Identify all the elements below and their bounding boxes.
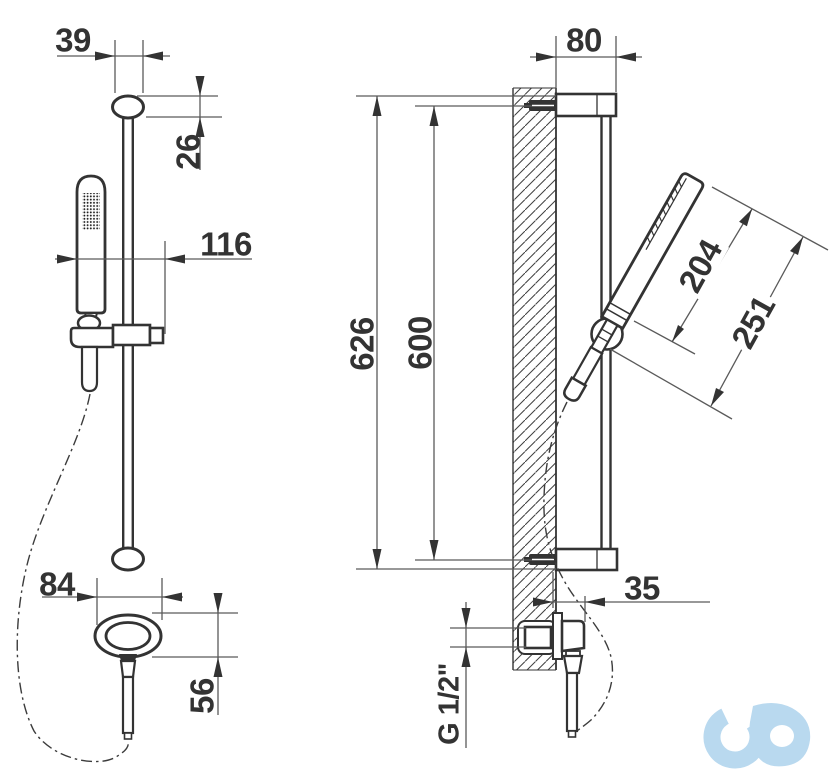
brand-logo-icon: [703, 702, 811, 769]
dimension-204-251: [609, 186, 829, 420]
spray-face-edge: [646, 180, 682, 243]
dim-label-35: 35: [624, 569, 660, 607]
dim-label-39: 39: [55, 21, 91, 59]
rail-bottom-cap: [111, 546, 145, 572]
dimension-56: [152, 593, 238, 715]
dimension-39: [57, 40, 170, 93]
wall-outlet-side: [517, 612, 586, 738]
spray-face: [82, 193, 100, 230]
front-view: [16, 40, 252, 763]
rail-slider-front: [69, 323, 165, 393]
dim-label-626: 626: [343, 317, 381, 371]
dim-label-84: 84: [39, 565, 75, 603]
dimension-600: [415, 105, 532, 561]
dimension-g12: [450, 602, 526, 748]
escutcheon: [552, 612, 563, 660]
wall-bracket-bottom: [524, 547, 619, 572]
shower-hose-front: [16, 393, 129, 763]
hand-shower-side: [563, 172, 705, 402]
dim-label-80: 80: [566, 21, 602, 59]
dim-label-g12: G 1/2": [433, 663, 466, 745]
dim-label-600: 600: [401, 316, 439, 370]
dimension-116: [55, 241, 252, 334]
shower-hose-side: [543, 401, 614, 737]
wall-bracket-top: [524, 92, 618, 118]
dim-label-56: 56: [183, 678, 221, 714]
hose-connector: [563, 376, 588, 402]
dimension-35: [533, 572, 710, 622]
dim-label-26: 26: [169, 134, 207, 170]
g12-thread: [523, 625, 553, 650]
dimension-80: [530, 36, 642, 92]
wall-section: [512, 87, 557, 671]
dimension-26: [137, 76, 222, 170]
dim-label-116: 116: [200, 225, 252, 263]
rail-top-cap: [111, 94, 145, 120]
wall-outlet-front: [93, 613, 163, 740]
hand-shower-front: [75, 174, 107, 332]
hose-nipple: [80, 345, 99, 393]
dimension-626: [356, 95, 556, 570]
side-view: [356, 36, 829, 748]
